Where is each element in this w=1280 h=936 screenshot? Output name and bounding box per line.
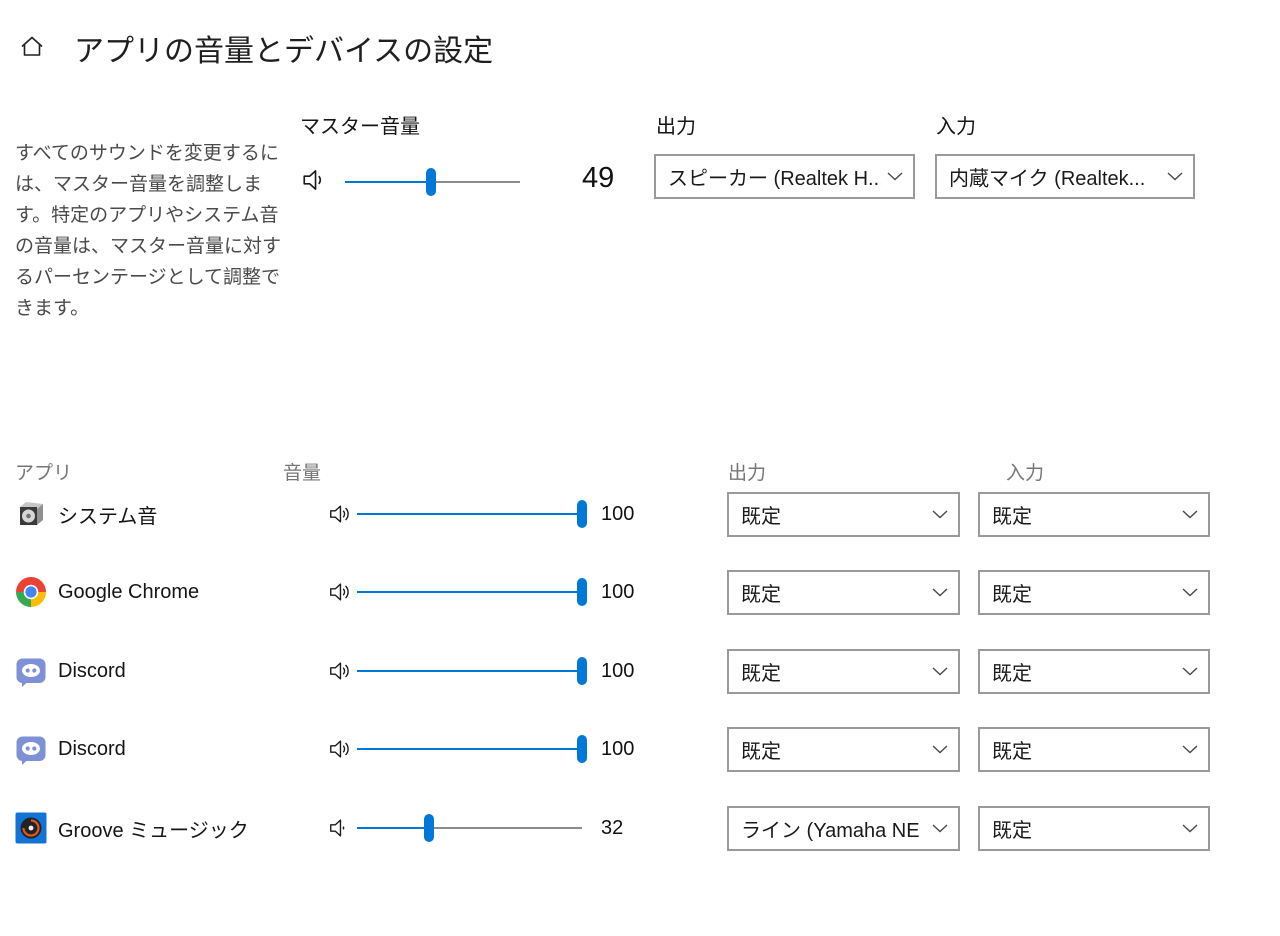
app-row-discord: Discord 100 既定 既定 xyxy=(0,649,1280,694)
app-volume-slider-thumb[interactable] xyxy=(577,657,587,685)
app-row-system-sounds: システム音 100 既定 既定 xyxy=(0,492,1280,537)
app-volume-slider-thumb[interactable] xyxy=(424,814,434,842)
app-name: Google Chrome xyxy=(58,581,200,603)
chevron-down-icon xyxy=(887,172,903,181)
chevron-down-icon xyxy=(932,510,948,519)
app-name: Discord xyxy=(58,660,126,682)
app-input-select[interactable]: 既定 xyxy=(978,649,1210,694)
app-volume-slider-thumb[interactable] xyxy=(577,500,587,528)
master-output-select[interactable]: スピーカー (Realtek H... xyxy=(654,154,915,199)
master-input-select[interactable]: 内蔵マイク (Realtek... xyxy=(935,154,1195,199)
chevron-down-icon xyxy=(932,588,948,597)
app-row-google-chrome: Google Chrome 100 既定 既定 xyxy=(0,570,1280,615)
app-volume-value: 100 xyxy=(601,503,635,525)
system-sounds-icon xyxy=(15,498,47,530)
app-row-discord: Discord 100 既定 既定 xyxy=(0,727,1280,772)
app-output-select[interactable]: 既定 xyxy=(727,570,960,615)
app-volume-value: 32 xyxy=(601,817,624,839)
master-volume-value: 49 xyxy=(582,162,615,194)
app-input-select[interactable]: 既定 xyxy=(978,492,1210,537)
app-output-select[interactable]: 既定 xyxy=(727,727,960,772)
speaker-low-icon xyxy=(301,166,329,194)
master-input-label: 入力 xyxy=(936,116,976,138)
app-volume-slider-thumb[interactable] xyxy=(577,735,587,763)
chevron-down-icon xyxy=(1182,588,1198,597)
app-volume-value: 100 xyxy=(601,738,635,760)
master-output-label: 出力 xyxy=(656,116,696,138)
master-volume-slider[interactable] xyxy=(345,168,520,196)
chevron-down-icon xyxy=(932,745,948,754)
master-output-value: スピーカー (Realtek H... xyxy=(668,168,881,190)
app-volume-value: 100 xyxy=(601,660,635,682)
chevron-down-icon xyxy=(1182,824,1198,833)
app-volume-slider[interactable] xyxy=(357,657,587,685)
app-name: Groove ミュージック xyxy=(58,820,249,842)
page-title: アプリの音量とデバイスの設定 xyxy=(74,35,494,68)
discord-icon xyxy=(15,655,47,687)
app-row-groove-music: Groove ミュージック 32 ライン (Yamaha NE 既定 xyxy=(0,806,1280,851)
app-volume-slider-thumb[interactable] xyxy=(577,578,587,606)
app-volume-value: 100 xyxy=(601,581,635,603)
column-header-input: 入力 xyxy=(1006,463,1045,484)
master-volume-label: マスター音量 xyxy=(300,116,420,138)
chevron-down-icon xyxy=(1182,667,1198,676)
column-header-app: アプリ xyxy=(15,463,73,484)
master-volume-slider-thumb[interactable] xyxy=(425,168,436,196)
speaker-loud-icon xyxy=(328,580,352,604)
chevron-down-icon xyxy=(932,824,948,833)
master-input-value: 内蔵マイク (Realtek... xyxy=(949,168,1146,190)
app-output-select[interactable]: ライン (Yamaha NE xyxy=(727,806,960,851)
master-volume-description: すべてのサウンドを変更するには、マスター音量を調整します。特定のアプリやシステム… xyxy=(15,143,282,319)
discord-icon xyxy=(15,733,47,765)
app-volume-slider[interactable] xyxy=(357,814,582,842)
speaker-loud-icon xyxy=(328,659,352,683)
app-volume-slider[interactable] xyxy=(357,578,587,606)
speaker-loud-icon xyxy=(328,502,352,526)
app-volume-slider[interactable] xyxy=(357,500,587,528)
chevron-down-icon xyxy=(932,667,948,676)
chevron-down-icon xyxy=(1182,745,1198,754)
chevron-down-icon xyxy=(1167,172,1183,181)
app-volume-slider[interactable] xyxy=(357,735,587,763)
speaker-quiet-icon xyxy=(328,816,352,840)
app-output-select[interactable]: 既定 xyxy=(727,649,960,694)
chevron-down-icon xyxy=(1182,510,1198,519)
chrome-icon xyxy=(15,576,47,608)
column-header-volume: 音量 xyxy=(283,463,322,484)
column-header-output: 出力 xyxy=(728,463,767,484)
app-name: システム音 xyxy=(58,506,158,528)
groove-music-icon xyxy=(15,812,47,844)
app-input-select[interactable]: 既定 xyxy=(978,806,1210,851)
app-output-select[interactable]: 既定 xyxy=(727,492,960,537)
home-icon xyxy=(19,33,45,59)
speaker-loud-icon xyxy=(328,737,352,761)
app-input-select[interactable]: 既定 xyxy=(978,727,1210,772)
app-input-select[interactable]: 既定 xyxy=(978,570,1210,615)
app-name: Discord xyxy=(58,738,126,760)
